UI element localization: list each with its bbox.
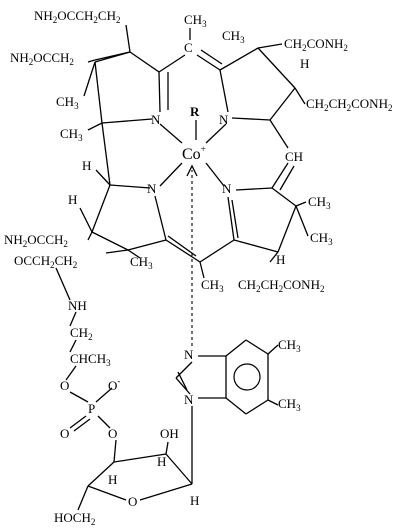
label-o-chain: O [60,378,69,393]
bonds [55,24,309,511]
label-h-sugar-2: H [157,454,166,469]
label-chch3: CHCH3 [70,351,111,368]
label-r: R [190,104,200,119]
label-top-left-chain: NH2OCCH2CH2 [34,8,120,25]
label-ch3-bottom-center: CH3 [201,277,224,294]
label-ch-right: CH [285,149,303,164]
label-p: P [88,401,95,416]
label-n-bottom-right: N [222,181,232,196]
label-left-chain-2: NH2OCCH2 [10,50,74,67]
benzene-aromatic-ring [233,363,261,391]
label-h-bottom-right: H [276,252,285,267]
label-ch3-bottom-c: CH3 [130,254,153,271]
label-oh: OH [160,426,179,441]
label-ch3-right-d1: CH3 [308,194,331,211]
label-o-double: O [60,426,69,441]
label-n-bottom-left: N [147,181,157,196]
coordination-arrowhead [186,164,198,177]
label-h-right-top: H [300,56,309,71]
label-right-ch2conh2: CH2CONH2 [284,36,348,53]
label-ch3-left-b: CH3 [60,126,83,143]
label-right-ch2ch2conh2: CH2CH2CONH2 [306,96,392,113]
label-n-top-right: N [219,112,229,127]
label-o-ring: O [128,494,137,509]
label-co: Co+ [182,144,206,163]
label-top-c: C [184,40,193,55]
label-n-benz-bottom: N [184,392,194,407]
label-left-chain-3: NH2OCCH2 [4,232,68,249]
label-h-left-mid2: H [68,192,77,207]
label-right-ch3: CH3 [222,28,245,45]
label-hoch2: HOCH2 [54,510,95,527]
label-nh: NH [68,298,87,313]
label-n-top-left: N [151,112,161,127]
label-ch2-chain: CH2 [70,325,93,342]
label-ch3-left-a: CH3 [56,94,79,111]
label-ch3-benz-2: CH3 [278,396,301,413]
label-h-left-mid: H [82,158,91,173]
label-o-minus: O- [108,376,120,393]
label-h-sugar-3: H [190,493,199,508]
label-h-sugar-1: H [108,472,117,487]
label-n-benz-top: N [184,347,194,362]
label-o-sugar: O [108,426,117,441]
label-left-occh2ch2: OCCH2CH2 [14,253,77,270]
label-top-ch3: CH3 [184,12,207,29]
label-ch3-benz-1: CH3 [278,337,301,354]
label-bottom-ch2ch2conh2: CH2CH2CONH2 [238,277,324,294]
label-ch3-right-d2: CH3 [310,230,333,247]
